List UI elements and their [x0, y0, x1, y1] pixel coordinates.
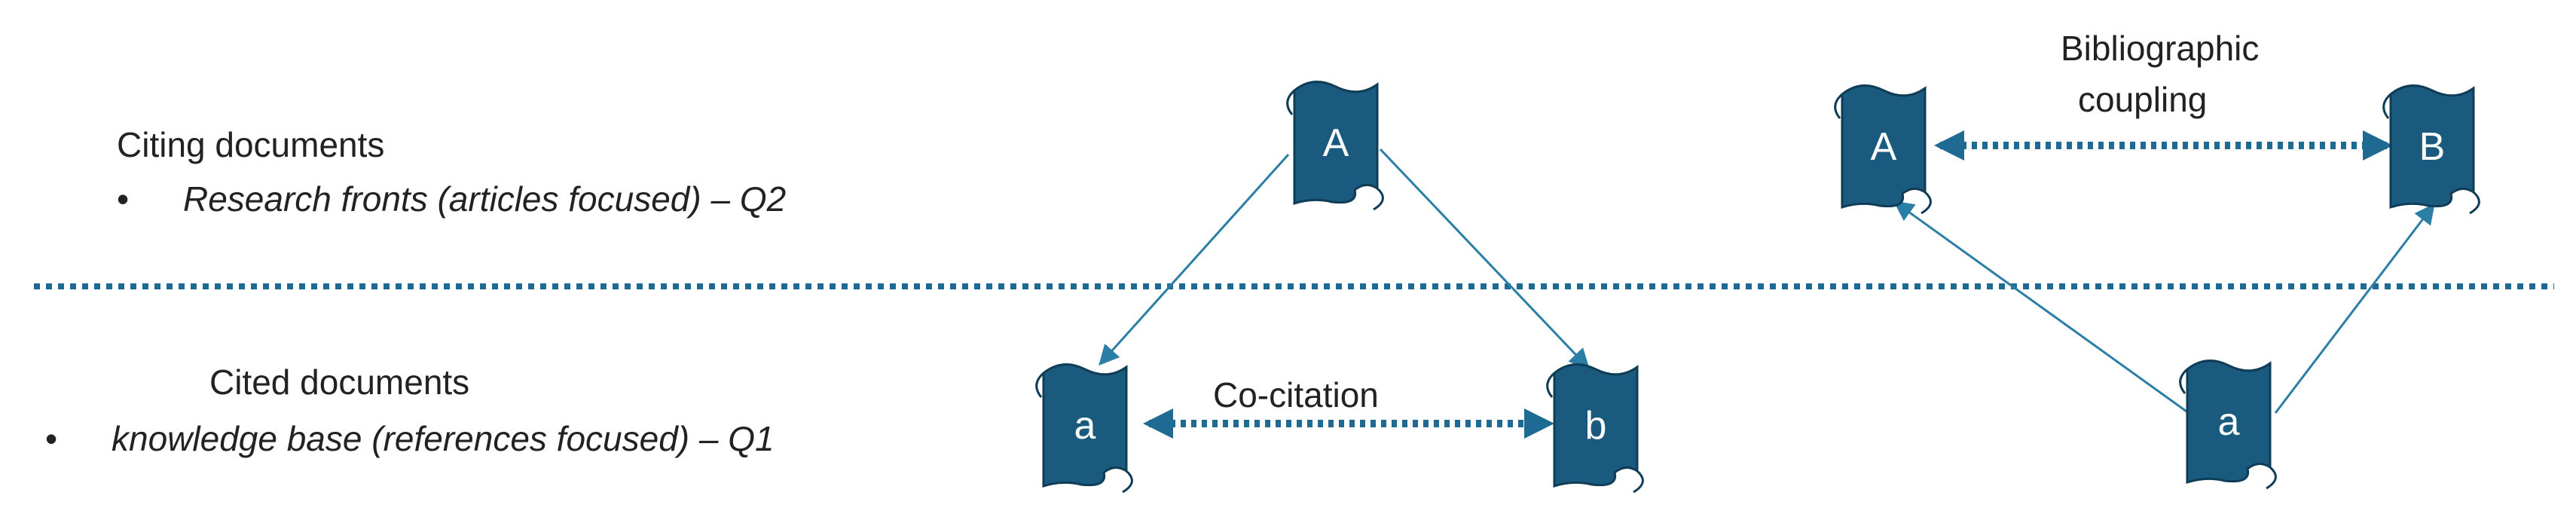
node-letter: b [1585, 404, 1607, 448]
cited-bullet: • [45, 419, 57, 458]
node-coupling-a: a [2179, 359, 2277, 490]
node-letter: a [2218, 400, 2240, 444]
arrow-a-to-A [1893, 200, 2189, 415]
coupling-label-line2: coupling [2078, 80, 2207, 119]
arrow-A-to-a [1099, 153, 1290, 366]
citing-bullet: • [117, 179, 129, 219]
cited-documents-title: Cited documents [209, 363, 469, 402]
node-letter: a [1074, 404, 1096, 448]
node-letter: A [1871, 125, 1897, 169]
citing-documents-title: Citing documents [117, 125, 384, 164]
node-letter: A [1323, 121, 1349, 165]
knowledge-base-item: knowledge base (references focused) – Q1 [112, 419, 775, 458]
cocitation-label: Co-citation [1213, 375, 1379, 415]
node-cocitation-b: b [1546, 363, 1644, 494]
node-letter: B [2419, 125, 2446, 169]
node-coupling-A: A [1834, 84, 1932, 215]
arrow-a-to-B [2274, 203, 2435, 414]
node-coupling-B: B [2382, 84, 2480, 215]
node-cocitation-A: A [1286, 81, 1384, 211]
coupling-label-line1: Bibliographic [2061, 29, 2259, 68]
research-fronts-item: Research fronts (articles focused) – Q2 [183, 179, 786, 219]
node-cocitation-a: a [1035, 363, 1133, 494]
arrow-A-to-b [1379, 148, 1590, 369]
